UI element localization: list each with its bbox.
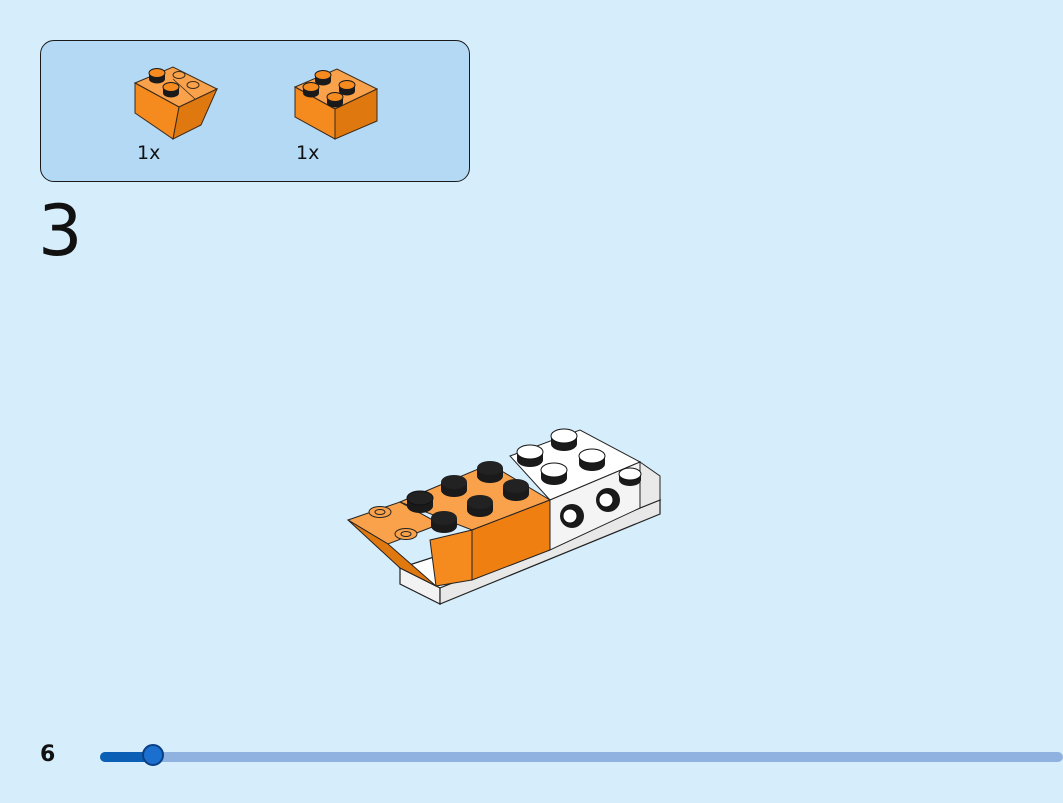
page-number: 6 bbox=[40, 742, 56, 767]
inverted-slope-brick-icon bbox=[133, 66, 219, 140]
part-quantity: 1x bbox=[296, 142, 320, 164]
progress-bar bbox=[100, 744, 1063, 766]
parts-list-panel: 1x 1x bbox=[40, 40, 470, 182]
lego-model-icon bbox=[346, 428, 662, 605]
part-quantity: 1x bbox=[137, 142, 161, 164]
part-2x2-brick bbox=[293, 63, 383, 143]
brick-2x2-icon bbox=[293, 68, 379, 140]
progress-fill bbox=[100, 752, 153, 762]
part-inverted-slope-brick bbox=[133, 61, 223, 143]
progress-knob bbox=[141, 744, 164, 766]
model-illustration bbox=[340, 420, 670, 615]
step-number: 3 bbox=[38, 190, 83, 272]
